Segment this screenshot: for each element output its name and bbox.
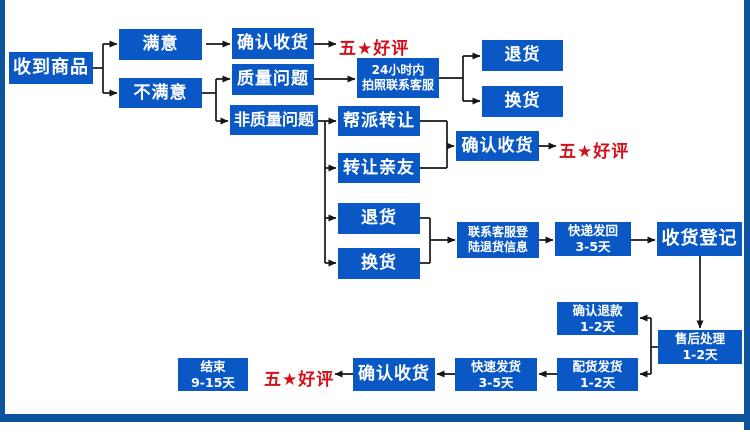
quality-issue-node: 质量问题 [232, 64, 314, 95]
node-label: 退货 [504, 45, 541, 66]
node-label-line2: 1-2天 [682, 347, 718, 362]
node-label-line2: 9-15天 [191, 374, 235, 390]
unsatisfied-node: 不满意 [119, 78, 202, 108]
frame-border-left [0, 0, 5, 422]
frame-border-bottom [0, 414, 750, 422]
node-label-line1: 结束 [200, 358, 226, 374]
five-star-review-label-top: 五★好评 [339, 39, 410, 59]
node-label-line1: 联系客服登 [467, 225, 528, 239]
node-label-line1: 快速发货 [470, 358, 521, 374]
node-label-line1: 售后处理 [674, 331, 725, 347]
node-label: 换货 [504, 91, 541, 112]
receipt-registration-node: 收货登记 [657, 222, 742, 256]
frame-border-right [744, 0, 750, 430]
express-return-node: 快递发回 3-5天 [555, 222, 631, 256]
received-goods-node: 收到商品 [9, 52, 93, 84]
five-star-review-label-bottom: 五★好评 [264, 370, 335, 390]
dispatch-shipping-node: 配货发货 1-2天 [557, 358, 638, 391]
confirm-receipt-node-bottom: 确认收货 [353, 358, 435, 391]
confirm-receipt-node-top: 确认收货 [232, 28, 314, 59]
node-label: 帮派转让 [343, 110, 415, 131]
node-label: 收货登记 [661, 228, 738, 250]
return-goods-node-top: 退货 [482, 40, 563, 71]
non-quality-issue-node: 非质量问题 [230, 105, 318, 135]
node-label: 不满意 [133, 82, 188, 103]
node-label-line2: 3-5天 [478, 374, 514, 390]
node-label-line2: 1-2天 [579, 374, 616, 390]
exchange-goods-node-top: 换货 [482, 86, 563, 117]
node-label: 换货 [361, 253, 397, 274]
return-goods-node-middle: 退货 [338, 203, 420, 234]
transfer-to-friends-node: 转让亲友 [338, 153, 420, 183]
node-label-line2: 拍照联系客服 [361, 78, 434, 92]
fast-shipping-node: 快速发货 3-5天 [455, 358, 537, 391]
confirm-receipt-node-middle: 确认收货 [456, 131, 539, 161]
node-label: 确认收货 [237, 33, 309, 54]
node-label-line2: 3-5天 [575, 239, 611, 254]
contact-service-return-info-node: 联系客服登 陆退货信息 [457, 222, 539, 258]
node-label: 非质量问题 [233, 110, 314, 130]
node-label: 确认收货 [461, 135, 534, 156]
after-sales-processing-node: 售后处理 1-2天 [658, 330, 742, 364]
node-label-line1: 确认退款 [572, 302, 623, 318]
node-label: 转让亲友 [343, 157, 415, 178]
confirm-refund-node: 确认退款 1-2天 [557, 302, 638, 335]
node-label: 确认收货 [358, 364, 430, 385]
node-label-line1: 配货发货 [572, 358, 623, 374]
node-label-line2: 陆退货信息 [467, 240, 528, 254]
five-star-review-label-middle: 五★好评 [559, 142, 630, 162]
node-label-line1: 快递发回 [567, 223, 618, 239]
node-label: 满意 [142, 34, 179, 55]
node-label-line2: 1-2天 [579, 318, 616, 334]
node-label: 退货 [361, 208, 397, 229]
end-node: 结束 9-15天 [178, 358, 248, 391]
node-label: 收到商品 [13, 57, 89, 79]
contact-service-within-24h-node: 24小时内 拍照联系客服 [357, 58, 439, 98]
guild-transfer-node: 帮派转让 [338, 106, 420, 136]
satisfied-node: 满意 [119, 29, 202, 60]
exchange-goods-node-middle: 换货 [338, 248, 420, 279]
node-label: 质量问题 [237, 69, 309, 90]
node-label-line1: 24小时内 [371, 63, 425, 77]
